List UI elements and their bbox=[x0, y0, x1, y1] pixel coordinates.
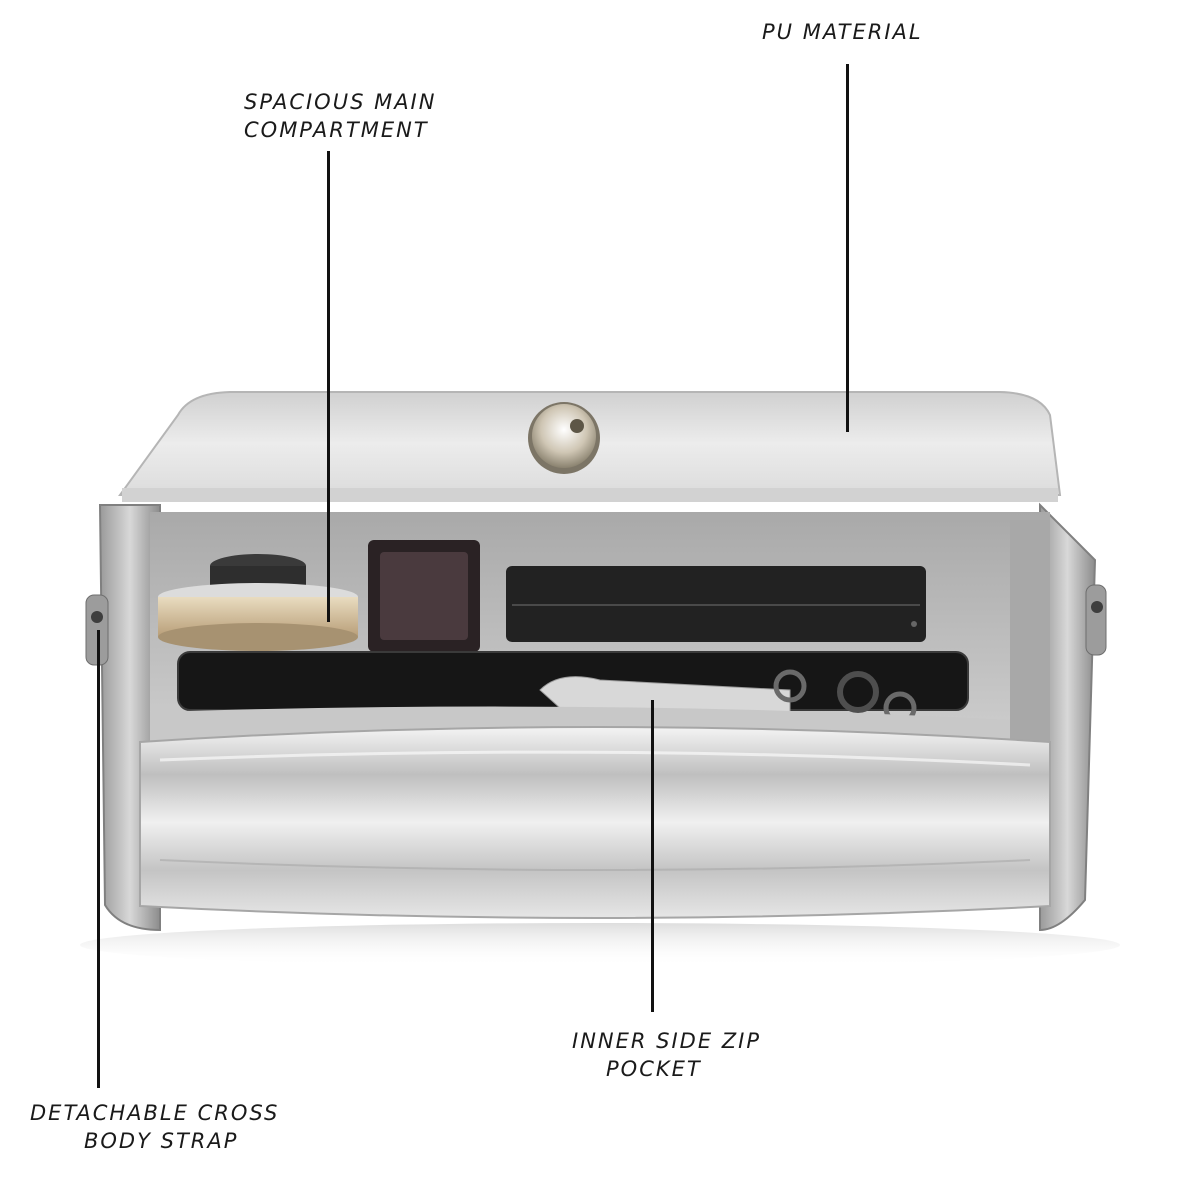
callout-strap-line2: BODY STRAP bbox=[84, 1129, 239, 1153]
callout-pu-material-text: PU MATERIAL bbox=[762, 20, 923, 44]
callout-main-compartment-line1: SPACIOUS MAIN bbox=[244, 90, 437, 114]
callout-strap-line1: DETACHABLE CROSS bbox=[30, 1101, 280, 1125]
callout-strap-line bbox=[97, 630, 100, 1088]
callout-main-compartment-line2: COMPARTMENT bbox=[244, 118, 429, 142]
callout-main-compartment-line bbox=[327, 151, 330, 622]
callout-zip-pocket: INNER SIDE ZIP POCKET bbox=[572, 1027, 761, 1083]
callout-strap: DETACHABLE CROSS BODY STRAP bbox=[30, 1099, 279, 1155]
callout-zip-pocket-line bbox=[651, 700, 654, 1012]
callout-zip-pocket-line1: INNER SIDE ZIP bbox=[572, 1029, 762, 1053]
callout-pu-material-line bbox=[846, 64, 849, 432]
callout-main-compartment: SPACIOUS MAIN COMPARTMENT bbox=[244, 88, 436, 144]
callout-zip-pocket-line2: POCKET bbox=[606, 1057, 702, 1081]
callout-pu-material: PU MATERIAL bbox=[762, 18, 923, 46]
